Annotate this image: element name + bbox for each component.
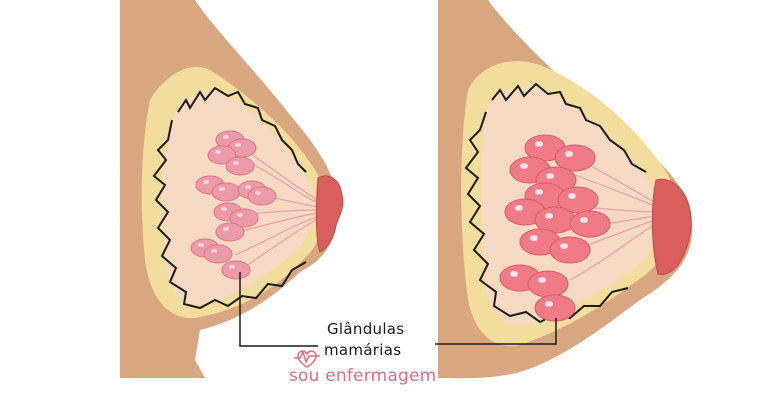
left-tissue-border — [152, 86, 307, 310]
label-callout-lines — [239, 272, 557, 347]
watermark-text: sou enfermagem — [289, 366, 437, 386]
label-glandulas: Glândulas — [327, 320, 405, 338]
heart-icon — [294, 349, 320, 368]
right-breast — [438, 0, 693, 379]
watermark: sou enfermagem — [289, 364, 457, 392]
left-nipple — [315, 175, 344, 253]
label-mamarias: mamárias — [324, 341, 402, 359]
right-tissue-border — [464, 82, 647, 324]
right-nipple — [651, 178, 692, 275]
left-breast — [120, 0, 344, 378]
